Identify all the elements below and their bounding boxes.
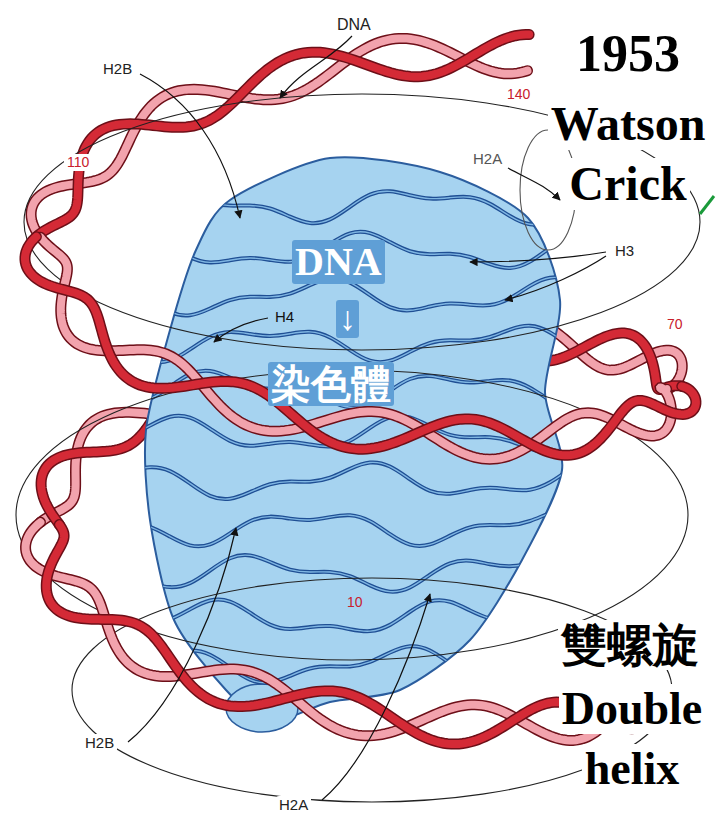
caption-text: helix (582, 744, 683, 794)
part-label: H3 (612, 242, 637, 260)
part-label: H2B (82, 734, 117, 752)
callout-number: 110 (64, 154, 92, 171)
part-label: DNA (334, 16, 374, 35)
callout-number: 10 (344, 594, 366, 611)
scientist-name: Crick (566, 158, 689, 210)
part-label: H2A (470, 150, 505, 168)
callout-number: 70 (664, 316, 686, 333)
scientist-name: Watson (548, 98, 709, 150)
overlay-arrow: ↓ (336, 300, 359, 338)
leader-lines (128, 36, 714, 800)
part-label: H2B (100, 60, 135, 78)
part-label: H4 (272, 308, 297, 326)
callout-number: 140 (504, 86, 533, 103)
overlay-text: 染色體 (268, 362, 394, 406)
part-label: H2A (276, 796, 311, 814)
caption-text: 雙螺旋 (558, 620, 702, 670)
caption-text: Double (559, 684, 706, 734)
overlay-text: DNA (292, 240, 385, 284)
year-heading: 1953 (573, 26, 683, 83)
